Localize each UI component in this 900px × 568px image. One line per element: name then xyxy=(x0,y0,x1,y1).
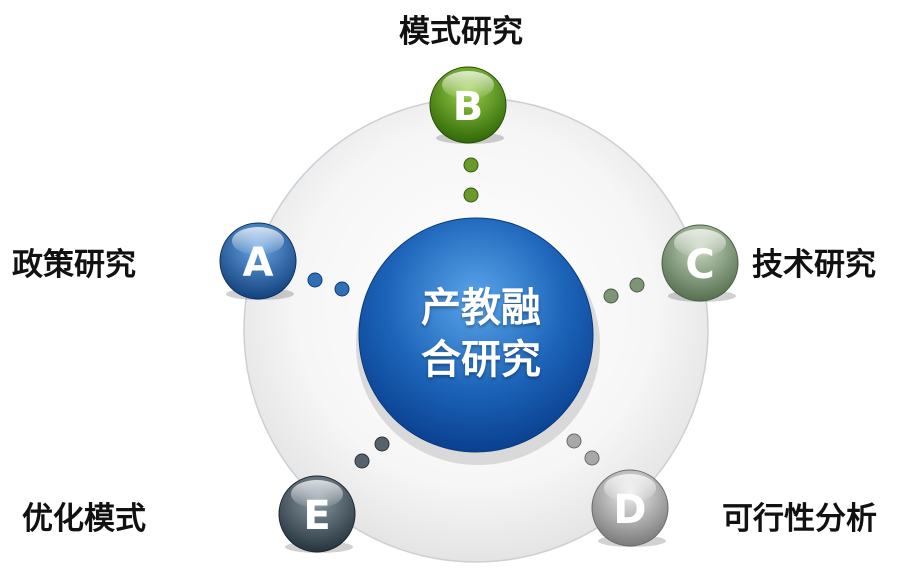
center-circle xyxy=(358,217,594,453)
node-a: A xyxy=(219,222,297,300)
dot-a-2 xyxy=(334,281,350,297)
node-c-letter: C xyxy=(685,242,714,288)
dot-e-2 xyxy=(374,436,390,452)
node-e-letter: E xyxy=(303,493,330,539)
dot-c-2 xyxy=(629,277,645,293)
label-b: 模式研究 xyxy=(399,14,523,50)
center-title-line1: 产教融 xyxy=(421,285,541,331)
dot-d-1 xyxy=(566,433,582,449)
dot-d-2 xyxy=(584,450,600,466)
label-a: 政策研究 xyxy=(12,247,136,283)
connector-dots xyxy=(307,157,645,469)
node-b: B xyxy=(429,66,507,144)
dot-e-1 xyxy=(354,453,370,469)
label-e: 优化模式 xyxy=(22,501,146,537)
node-a-letter: A xyxy=(243,240,274,286)
node-d: D xyxy=(591,469,669,547)
dot-c-1 xyxy=(603,288,619,304)
dot-b-1 xyxy=(463,157,479,173)
label-c: 技术研究 xyxy=(752,247,876,283)
node-d-letter: D xyxy=(613,487,646,533)
dot-b-2 xyxy=(463,187,479,203)
node-e: E xyxy=(278,475,356,553)
node-c: C xyxy=(661,224,739,302)
node-b-letter: B xyxy=(453,84,484,130)
dot-a-1 xyxy=(307,272,323,288)
center-title: 产教融 合研究 xyxy=(396,282,566,386)
label-d: 可行性分析 xyxy=(722,501,877,537)
center-title-line2: 合研究 xyxy=(421,337,541,383)
